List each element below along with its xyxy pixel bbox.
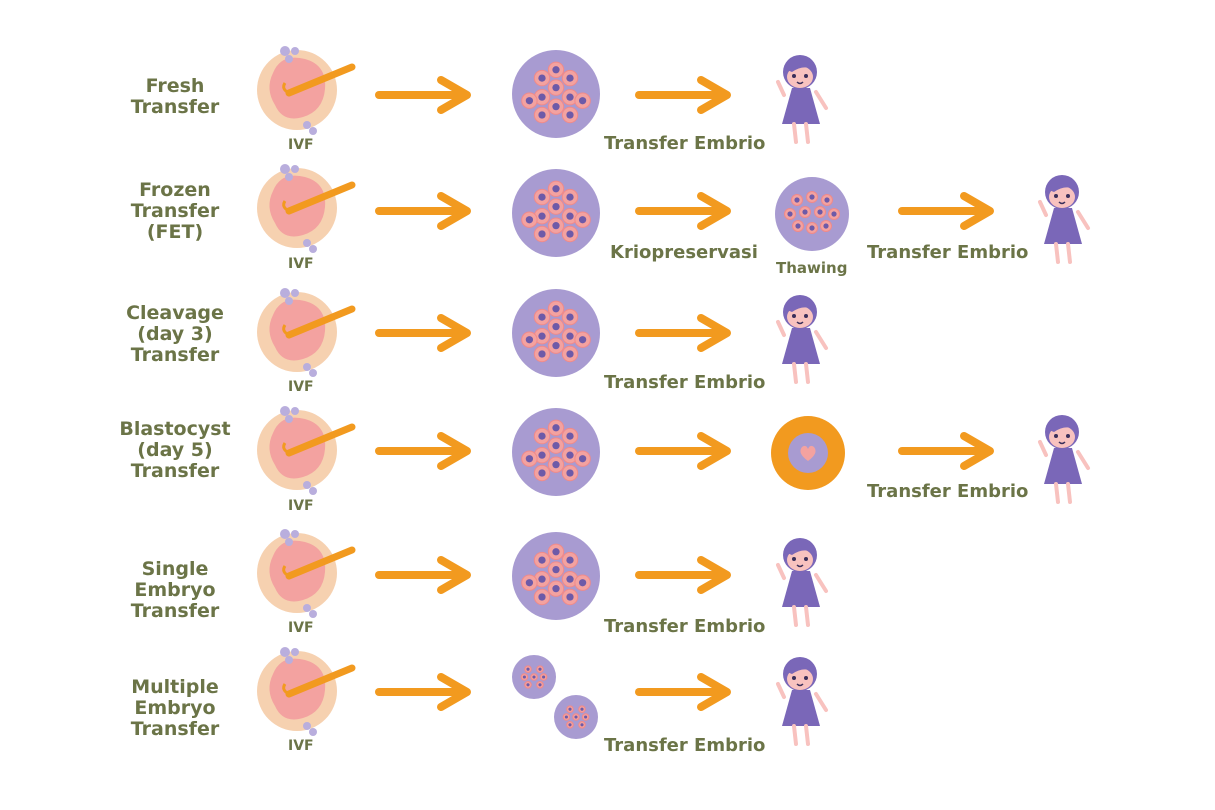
- transfer-caption: Transfer Embrio: [867, 481, 1029, 502]
- baby-icon: [1038, 415, 1090, 504]
- baby-icon: [776, 538, 828, 627]
- row-label: Fresh Transfer: [130, 75, 220, 118]
- row-label: Frozen Transfer (FET): [130, 179, 220, 243]
- ivf-icon: [257, 647, 356, 736]
- ivf-label: IVF: [288, 620, 314, 636]
- ivf-icon: [257, 406, 356, 495]
- ivf-label: IVF: [288, 256, 314, 272]
- transfer-caption: Transfer Embrio: [604, 616, 766, 637]
- baby-icon: [776, 55, 828, 144]
- embryo-icon: [512, 50, 600, 138]
- transfer-caption: Transfer Embrio: [867, 242, 1029, 263]
- transfer-caption: Transfer Embrio: [604, 372, 766, 393]
- arrow-icon: [375, 432, 471, 470]
- transfer-caption: Transfer Embrio: [604, 735, 766, 756]
- ivf-label: IVF: [288, 498, 314, 514]
- baby-icon: [776, 657, 828, 746]
- ivf-icon: [257, 46, 356, 135]
- baby-icon: [776, 295, 828, 384]
- arrow-icon: [635, 76, 731, 114]
- embryo-icon: [512, 169, 600, 257]
- row-label: Cleavage (day 3) Transfer: [126, 302, 224, 366]
- thawing-caption: Thawing: [776, 259, 848, 277]
- thawed-embryo-icon: [775, 177, 849, 251]
- small-embryo-icon: [512, 655, 556, 699]
- row-label: Single Embryo Transfer: [130, 558, 220, 622]
- ivf-label: IVF: [288, 379, 314, 395]
- row-label: Blastocyst (day 5) Transfer: [119, 418, 231, 482]
- embryo-icon: [512, 408, 600, 496]
- arrow-icon: [898, 432, 994, 470]
- small-embryo-icon: [554, 695, 598, 739]
- arrow-icon: [635, 556, 731, 594]
- arrow-icon: [375, 673, 471, 711]
- ivf-icon: [257, 529, 356, 618]
- embryo-icon: [512, 289, 600, 377]
- ivf-label: IVF: [288, 738, 314, 754]
- ivf-label: IVF: [288, 137, 314, 153]
- arrow-icon: [375, 192, 471, 230]
- row-label: Multiple Embryo Transfer: [130, 676, 220, 740]
- arrow-icon: [375, 556, 471, 594]
- transfer-caption: Transfer Embrio: [604, 133, 766, 154]
- arrow-icon: [635, 673, 731, 711]
- cryopreservation-caption: Kriopreservasi: [610, 242, 758, 263]
- arrow-icon: [635, 192, 731, 230]
- ivf-icon: [257, 288, 356, 377]
- arrow-icon: [375, 314, 471, 352]
- arrow-icon: [635, 432, 731, 470]
- ivf-icon: [257, 164, 356, 253]
- baby-icon: [1038, 175, 1090, 264]
- arrow-icon: [375, 76, 471, 114]
- blastocyst-icon: [771, 416, 845, 490]
- arrow-icon: [635, 314, 731, 352]
- embryo-icon: [512, 532, 600, 620]
- arrow-icon: [898, 192, 994, 230]
